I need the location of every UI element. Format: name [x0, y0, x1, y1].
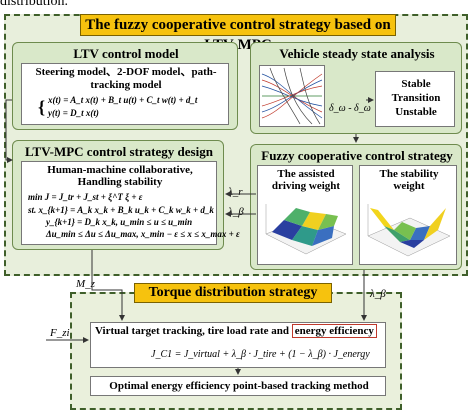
torque-objective-prefix: Virtual target tracking, tire load rate … [95, 325, 289, 337]
mpc-subtitle-human-machine: Human-machine collaborative, [47, 164, 193, 176]
mpc-cost-function: min J = J_tr + J_st + ξ^T ξ + ε [28, 192, 143, 202]
assisted-weight-box: The assisted driving weight [257, 165, 353, 265]
stability-weight-box: The stability weight [359, 165, 457, 265]
fuzzy-title: Fuzzy cooperative control strategy [261, 148, 453, 163]
equation-brace: { [38, 97, 46, 117]
torque-objective-box: Virtual target tracking, tire load rate … [90, 322, 386, 368]
torque-result-box: Optimal energy efficiency point-based tr… [90, 376, 386, 396]
fzi-label: F_zi [50, 327, 70, 339]
assisted-label-line2: driving weight [271, 180, 341, 192]
lambda-beta-down-label: λ_β [370, 288, 386, 300]
assisted-weight-surface-plot [265, 204, 347, 255]
fuzzy-panel: Fuzzy cooperative control strategy The a… [250, 144, 462, 270]
delta-axis-label: δ_ω - δ_ω [329, 103, 371, 114]
arrow-model-to-mpc [5, 99, 13, 163]
ltv-model-description: Steering model、2-DOF model、path-tracking… [35, 66, 217, 91]
ltv-output-equation: y(t) = D_t x(t) [48, 108, 99, 118]
mpc-subtitle-handling: Handling stability [77, 176, 163, 188]
state-unstable: Unstable [395, 106, 437, 118]
assisted-label-line1: The assisted [277, 168, 335, 180]
mpc-increment-constraint: Δu_min ≤ Δu ≤ Δu_max, x_min − ε ≤ x ≤ x_… [46, 229, 240, 239]
arrow-mz-to-torque [91, 250, 125, 321]
torque-result-text: Optimal energy efficiency point-based tr… [109, 380, 369, 392]
mpc-state-constraint: st. x_{k+1} = A_k x_k + B_k u_k + C_k w_… [28, 205, 214, 215]
stability-weight-surface-plot [367, 204, 451, 257]
ltv-mpc-content: Human-machine collaborative, Handling st… [21, 161, 240, 245]
phase-plane-curves [261, 67, 323, 125]
lambda-r-label: λ_r [228, 186, 243, 198]
lambda-beta-label: λ_β [228, 206, 244, 218]
torque-title: Torque distribution strategy [134, 283, 332, 303]
mpc-output-constraint: y_{k+1} = D_k x_k, u_min ≤ u ≤ u_min [46, 217, 193, 227]
mz-label: M_z [76, 278, 95, 290]
ltv-mpc-title: LTV-MPC control strategy design [25, 144, 213, 159]
ltv-state-equation: x(t) = A_t x(t) + B_t u(t) + C_t w(t) + … [48, 95, 198, 105]
stability-states-box: Stable Transition Unstable [375, 71, 455, 127]
ltv-mpc-panel: LTV-MPC control strategy design Human-ma… [12, 140, 240, 250]
energy-efficiency-highlight: energy efficiency [291, 324, 377, 338]
ltv-model-content: Steering model、2-DOF model、path-tracking… [21, 63, 229, 125]
diagram-title: The fuzzy cooperative control strategy b… [80, 14, 396, 53]
stability-label-line2: weight [393, 180, 425, 192]
vehicle-analysis-title: Vehicle steady state analysis [279, 46, 435, 61]
ltv-model-title: LTV control model [73, 46, 179, 61]
state-stable: Stable [401, 78, 431, 90]
top-caption-fragment: distribution. [0, 0, 69, 9]
torque-cost-equation: J_C1 = J_virtual + λ_β · J_tire + (1 − λ… [151, 349, 370, 360]
state-transition: Transition [391, 92, 441, 104]
torque-objective-text: Virtual target tracking, tire load rate … [95, 324, 377, 338]
stability-label-line1: The stability [379, 168, 439, 180]
phase-plane-plot [259, 65, 325, 127]
ltv-model-panel: LTV control model Steering model、2-DOF m… [12, 42, 238, 130]
vehicle-analysis-panel: Vehicle steady state analysis δ_ω - δ_ω … [250, 42, 462, 134]
